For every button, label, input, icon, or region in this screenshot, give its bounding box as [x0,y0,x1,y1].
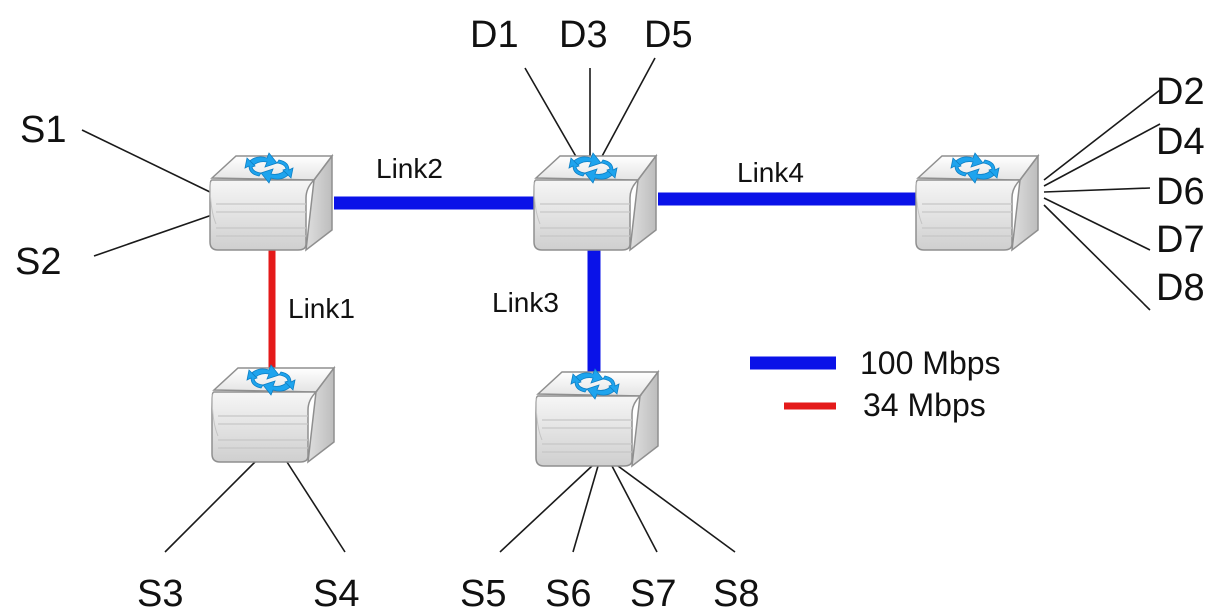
switch-router-icon [209,152,333,251]
node-d8: D8 [1156,267,1205,309]
switch-router-icon [915,152,1039,251]
legend: 100 Mbps 34 Mbps [750,345,1001,423]
node-d2: D2 [1156,71,1205,113]
wire-s3 [164,461,256,553]
access-wires [81,57,1161,553]
wire-s6 [572,465,599,553]
wire-d6 [1043,187,1151,193]
link3-label: Link3 [492,287,559,318]
wire-s2 [93,214,213,257]
node-s5: S5 [460,573,506,615]
node-d5: D5 [644,14,693,56]
link1-label: Link1 [288,293,355,324]
node-d7: D7 [1156,219,1205,261]
node-s2: S2 [15,241,61,283]
node-d3: D3 [559,14,608,56]
wire-s7 [611,465,658,553]
wire-d8 [1043,204,1151,311]
link2-label: Link2 [376,153,443,184]
wire-d2 [1043,89,1161,181]
wire-d4 [1043,123,1161,187]
switch-router-icon [533,152,657,251]
switch-router-icon [535,368,659,467]
node-s6: S6 [545,573,591,615]
legend-red-label: 34 Mbps [863,387,986,423]
node-s7: S7 [630,573,676,615]
wire-d5 [599,57,656,161]
node-d4: D4 [1156,121,1205,163]
wire-s5 [499,465,593,553]
wire-s4 [286,461,346,553]
wire-s1 [81,129,211,193]
node-d6: D6 [1156,171,1205,213]
legend-blue-label: 100 Mbps [860,345,1001,381]
node-s3: S3 [137,573,183,615]
switch-router-icon [211,364,335,463]
link4-label: Link4 [737,157,804,188]
node-d1: D1 [470,14,519,56]
node-s8: S8 [713,573,759,615]
wire-s8 [617,465,736,553]
node-s4: S4 [313,573,359,615]
wire-d7 [1043,197,1151,251]
wire-d1 [524,67,579,161]
node-s1: S1 [20,109,66,151]
